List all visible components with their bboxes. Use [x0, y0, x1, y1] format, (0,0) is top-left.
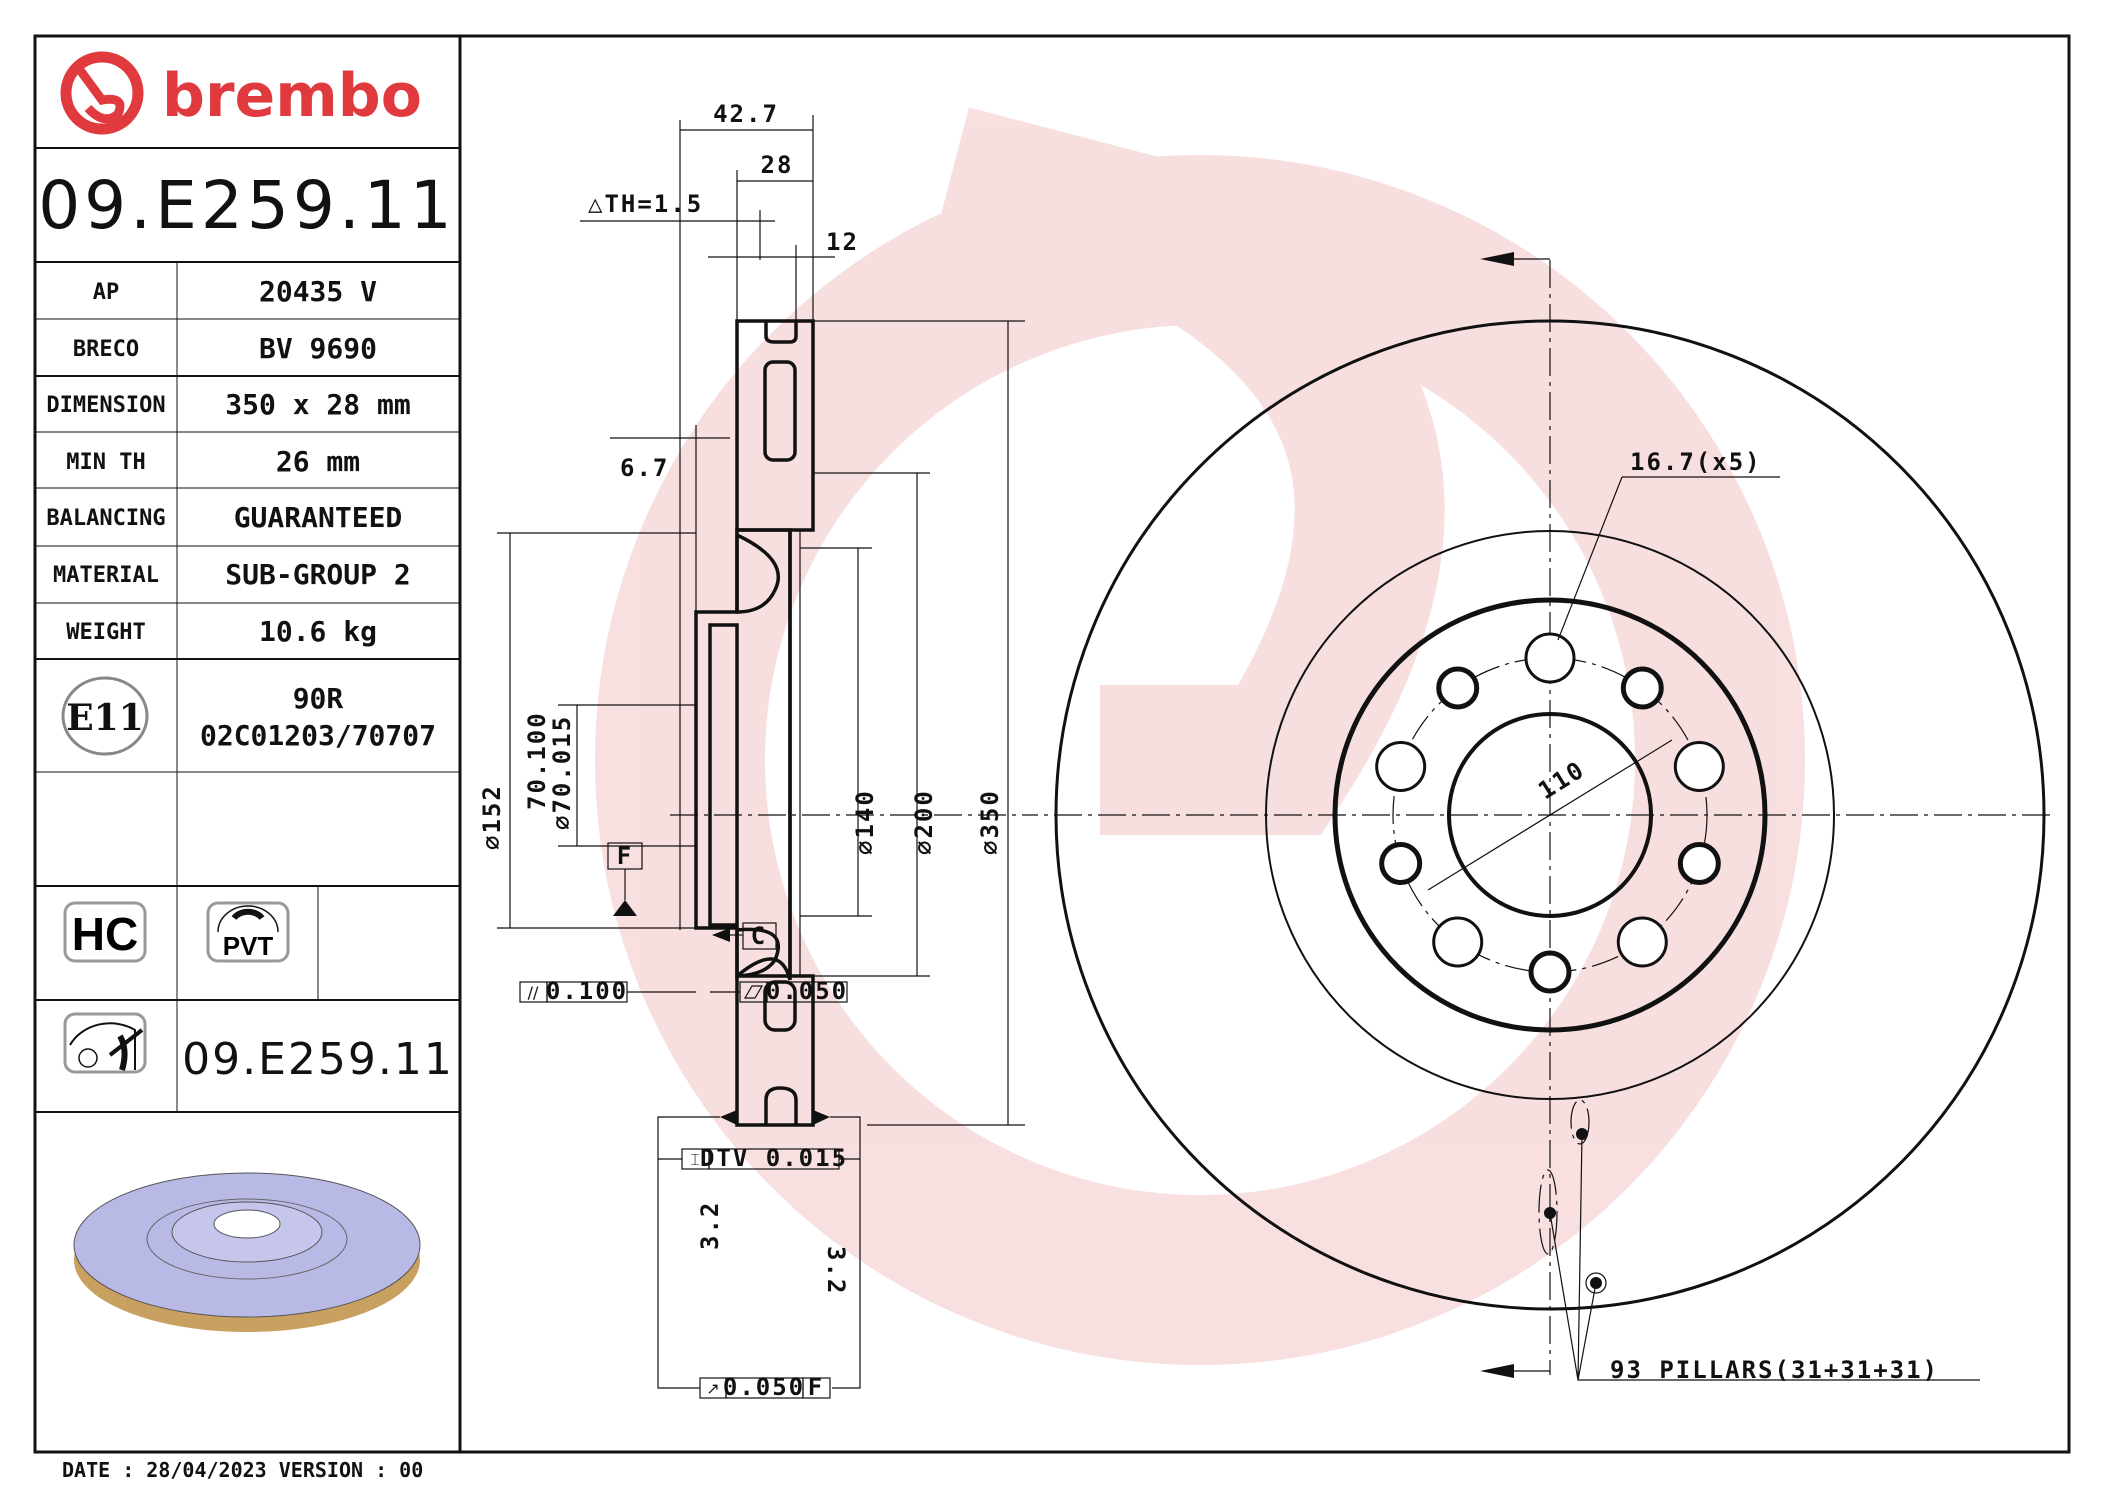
brand-name: brembo [162, 61, 422, 131]
svg-text:0.050: 0.050 [723, 1373, 805, 1401]
marking-part-number: 09.E259.11 [182, 1034, 454, 1085]
dim-bolt-holes: 16.7(x5) [1630, 448, 1762, 476]
spec-label: BRECO [73, 337, 139, 362]
roughness-right: 3.2 [822, 1246, 850, 1295]
spec-value: 350 x 28 mm [225, 388, 410, 421]
svg-text:F: F [617, 842, 633, 870]
threaded-hole [1620, 666, 1664, 710]
runout-tolerance: ↗ 0.050 F [699, 1373, 831, 1401]
dim-pcd: 110 [1533, 755, 1590, 805]
brembo-watermark [595, 107, 1805, 1365]
svg-text:PVT: PVT [223, 931, 274, 961]
svg-text:C: C [751, 922, 767, 950]
svg-text:0.050: 0.050 [766, 977, 848, 1005]
pvt-badge: PVT [206, 901, 290, 963]
dim-thickness: 28 [761, 151, 794, 179]
disc-3d-render [73, 1172, 421, 1332]
spec-value: SUB-GROUP 2 [225, 558, 410, 591]
svg-text:F: F [808, 1373, 824, 1401]
dim-d200: ⌀200 [910, 789, 938, 855]
threaded-hole [1436, 666, 1480, 710]
svg-text:E11: E11 [66, 697, 144, 739]
dim-overall-width: 42.7 [713, 100, 779, 128]
threaded-hole [1528, 950, 1572, 994]
pillars-note: 93 PILLARS(31+31+31) [1610, 1356, 1939, 1384]
bolt-hole [1673, 740, 1725, 792]
sheet-frame [33, 34, 2071, 1454]
parallelism-tolerance: // 0.100 [519, 977, 696, 1005]
part-number-title: 09.E259.11 [38, 167, 456, 244]
spec-value: 10.6 kg [259, 615, 377, 648]
bolt-hole [1432, 916, 1484, 968]
dtv-tolerance: ⌶ DTV 0.015 [658, 1144, 860, 1172]
spec-value: BV 9690 [259, 332, 377, 365]
bolt-hole [1616, 916, 1668, 968]
bolt-hole [1375, 740, 1427, 792]
spec-label: WEIGHT [66, 620, 145, 645]
spec-label: AP [93, 280, 120, 305]
spec-value: GUARANTEED [234, 501, 403, 534]
spec-label: BALANCING [46, 506, 165, 531]
front-view: 110 16.7(x5) 93 PILLARS(31+31+31) [1054, 252, 2046, 1384]
hc-badge: HC [63, 901, 147, 963]
threaded-hole [1677, 842, 1721, 886]
dim-delta-th: △TH=1.5 [588, 190, 703, 218]
section-view: 42.7 28 △TH=1.5 12 6.7 ⌀152 70.100 ⌀70.0… [478, 100, 2050, 1401]
dim-d70-max: 70.100 [523, 711, 551, 810]
spec-value: 20435 V [259, 275, 377, 308]
dim-d70-min: ⌀70.015 [548, 715, 576, 830]
title-block [35, 147, 460, 1113]
svg-text:HC: HC [72, 908, 138, 960]
homologation-line2: 02C01203/70707 [200, 719, 436, 752]
flatness-tolerance: 0.050 [710, 977, 848, 1005]
spec-label: MATERIAL [53, 563, 159, 588]
svg-text:↗: ↗ [706, 1379, 719, 1398]
brembo-logo: brembo [60, 51, 422, 135]
dim-vane-width: 12 [826, 228, 859, 256]
datum-f: F [607, 842, 643, 916]
datum-c: C [712, 922, 777, 950]
e11-mark: E11 [61, 676, 149, 756]
spec-value: 26 mm [276, 445, 360, 478]
svg-text:0.100: 0.100 [546, 977, 628, 1005]
dim-d140: ⌀140 [851, 789, 879, 855]
footer-date-version: DATE : 28/04/2023 VERSION : 00 [62, 1458, 423, 1482]
homologation-line1: 90R [293, 682, 344, 715]
spec-table: AP 20435 V BRECO BV 9690 DIMENSION 350 x… [46, 275, 410, 648]
disc-marking-icon [63, 1012, 147, 1074]
dim-d350: ⌀350 [976, 789, 1004, 855]
spec-label: MIN TH [66, 450, 145, 475]
spec-label: DIMENSION [46, 393, 165, 418]
svg-text:DTV 0.015: DTV 0.015 [700, 1144, 848, 1172]
bolt-hole [1524, 632, 1576, 684]
dim-d152: ⌀152 [478, 784, 506, 850]
svg-text:⌶: ⌶ [690, 1150, 700, 1169]
threaded-hole [1379, 842, 1423, 886]
svg-text://: // [528, 983, 539, 1002]
dim-hat-offset: 6.7 [620, 454, 669, 482]
roughness-left: 3.2 [696, 1201, 724, 1250]
